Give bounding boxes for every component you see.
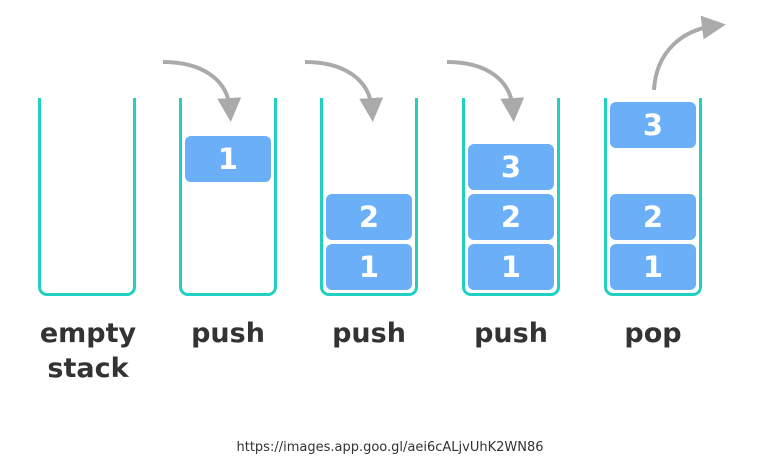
stack-label-line: push <box>191 318 265 349</box>
stack-item: 2 <box>326 194 412 240</box>
push-arrow-icon <box>304 60 384 122</box>
stack-container <box>462 98 560 296</box>
stack-item: 2 <box>468 194 554 240</box>
stack-label: empty stack <box>18 316 158 386</box>
popped-item: 3 <box>610 102 696 148</box>
stack-label: push <box>441 316 581 351</box>
stack-label-line: empty <box>39 318 137 349</box>
stack-item: 1 <box>610 244 696 290</box>
stack-container <box>604 98 702 296</box>
stack-label-line: push <box>474 318 548 349</box>
push-arrow-icon <box>162 60 242 122</box>
stack-label-line: pop <box>624 318 682 349</box>
stack-container <box>38 98 136 296</box>
source-url: https://images.app.goo.gl/aei6cALjvUhK2W… <box>236 440 544 455</box>
stack-item: 3 <box>468 144 554 190</box>
stack-label-line: stack <box>47 353 129 384</box>
stack-label: push <box>299 316 439 351</box>
stack-label: pop <box>583 316 723 351</box>
pop-arrow-icon <box>652 15 726 91</box>
stack-item: 1 <box>468 244 554 290</box>
push-arrow-icon <box>446 60 525 122</box>
stack-label: push <box>158 316 298 351</box>
stack-container <box>179 98 277 296</box>
stack-item: 2 <box>610 194 696 240</box>
stack-label-line: push <box>332 318 406 349</box>
stack-item: 1 <box>326 244 412 290</box>
stack-item: 1 <box>185 136 271 182</box>
stack-container <box>320 98 418 296</box>
